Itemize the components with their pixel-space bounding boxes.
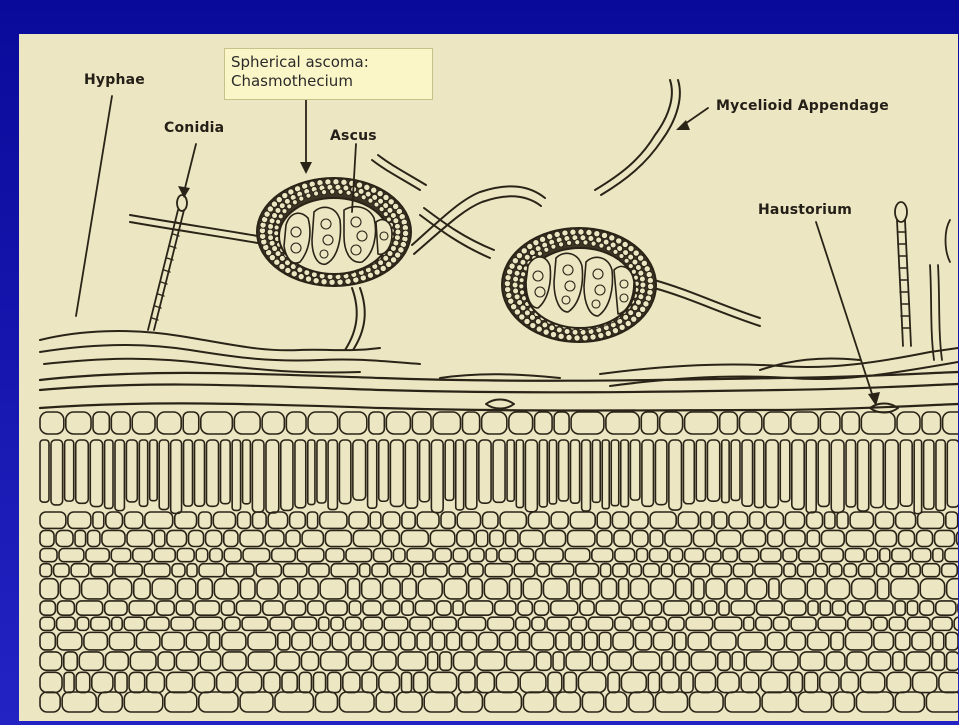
chasmothecium-callout: Spherical ascoma: Chasmothecium [224, 48, 433, 100]
callout-line-2: Chasmothecium [231, 72, 426, 91]
leader-lines [76, 96, 874, 400]
label-mycelioid-appendage: Mycelioid Appendage [716, 98, 889, 114]
label-ascus: Ascus [330, 128, 377, 144]
chasmothecium-left [257, 178, 411, 286]
conidia-chain-right [895, 202, 950, 360]
label-conidia: Conidia [164, 120, 224, 136]
leaf-tissue-cells [40, 412, 959, 712]
upper-epidermis [40, 372, 958, 411]
conidia-chain-left [148, 195, 187, 330]
label-haustorium: Haustorium [758, 202, 852, 218]
callout-line-1: Spherical ascoma: [231, 53, 426, 72]
label-hyphae: Hyphae [84, 72, 145, 88]
chasmothecium-right [502, 228, 656, 342]
mycelioid-appendages [130, 80, 760, 350]
